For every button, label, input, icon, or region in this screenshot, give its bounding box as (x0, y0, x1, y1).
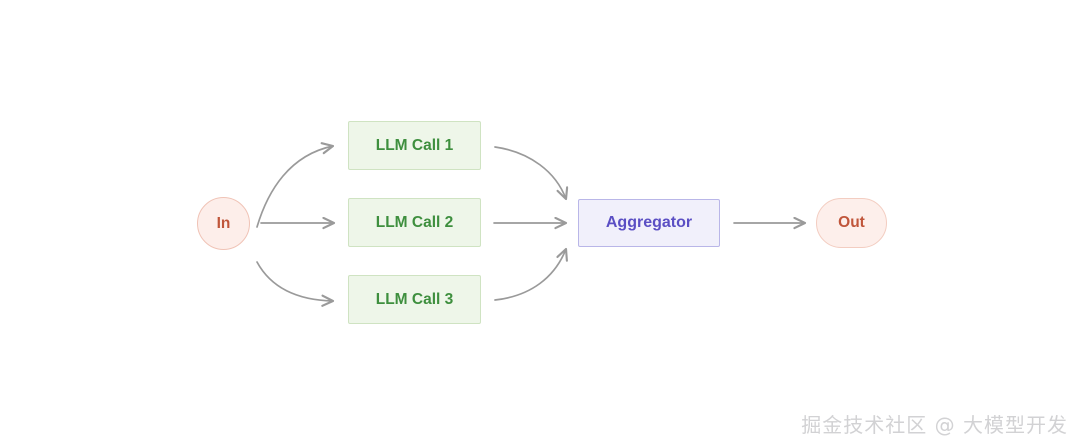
watermark: 掘金技术社区 @ 大模型开发 (801, 413, 1068, 437)
edge-llm-call-3-to-aggregator (494, 249, 566, 301)
node-llm-call-1-label: LLM Call 1 (375, 136, 454, 154)
edge-llm-call-1-to-aggregator (494, 146, 566, 199)
node-aggregator[interactable]: Aggregator (578, 199, 720, 247)
node-aggregator-label: Aggregator (605, 214, 693, 231)
node-llm-call-1[interactable]: LLM Call 1 (348, 121, 481, 170)
node-input-label: In (216, 214, 231, 232)
node-llm-call-3-label: LLM Call 3 (375, 290, 454, 308)
node-llm-call-2-label: LLM Call 2 (375, 213, 454, 231)
node-input[interactable]: In (197, 197, 250, 250)
edge-in-to-llm-call-1 (256, 146, 333, 228)
node-llm-call-3[interactable]: LLM Call 3 (348, 275, 481, 324)
node-output[interactable]: Out (816, 198, 887, 248)
node-output-label: Out (838, 214, 865, 231)
node-llm-call-2[interactable]: LLM Call 2 (348, 198, 481, 247)
edge-in-to-llm-call-3 (256, 261, 333, 301)
